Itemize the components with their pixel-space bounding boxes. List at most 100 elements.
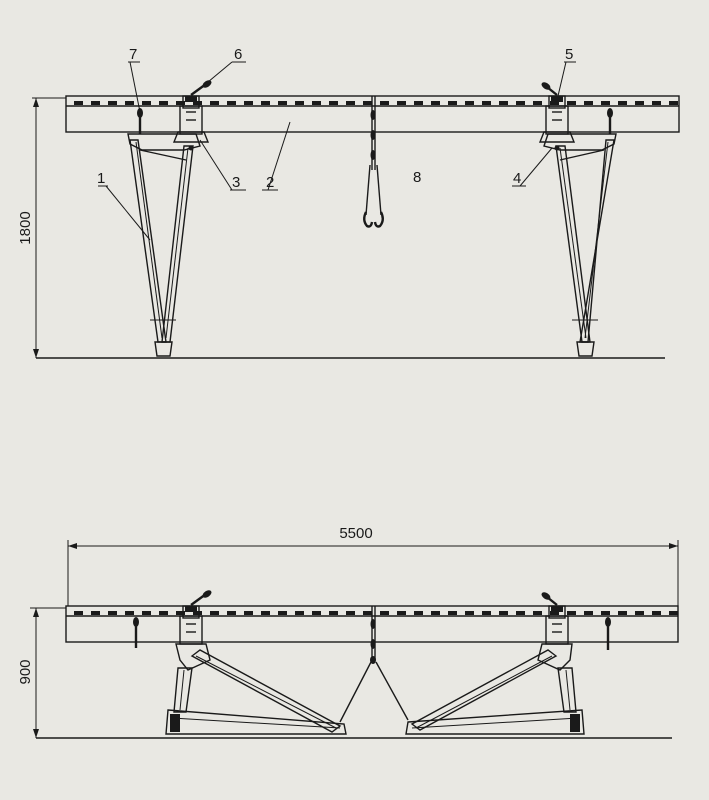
label-5: 5: [565, 46, 573, 63]
beam-rib: [142, 101, 151, 105]
label-4: 4: [513, 170, 521, 187]
beam-rib: [91, 101, 100, 105]
dimension-label-900: 900: [17, 659, 34, 684]
beam-rib: [227, 611, 236, 615]
beam-rib: [346, 611, 355, 615]
beam-rib: [142, 611, 151, 615]
label-1: 1: [97, 170, 105, 187]
beam-rib: [465, 611, 474, 615]
beam-rib: [397, 611, 406, 615]
beam-rib: [108, 611, 117, 615]
dimension-900: 900: [17, 607, 66, 738]
beam-rib: [227, 101, 236, 105]
beam-rib: [210, 101, 219, 105]
beam-rib: [448, 611, 457, 615]
left-leg-upper: [127, 133, 201, 357]
beam-rib: [482, 611, 491, 615]
beam-rib: [329, 611, 338, 615]
beam-rib: [635, 101, 644, 105]
beam-rib: [618, 611, 627, 615]
label-6: 6: [234, 46, 242, 63]
beam-rib: [652, 611, 661, 615]
beam-rib: [652, 101, 661, 105]
right-clamp-upper: [538, 82, 613, 151]
beam-rib: [159, 611, 168, 615]
beam-rib: [567, 611, 576, 615]
beam-rib: [346, 101, 355, 105]
beam-rib: [584, 101, 593, 105]
beam-rib: [499, 611, 508, 615]
beam-rib: [193, 611, 202, 615]
dimension-1800: 1800: [17, 97, 66, 358]
beam-rib: [363, 101, 372, 105]
beam-rib: [210, 611, 219, 615]
beam-rib: [312, 611, 321, 615]
beam-rib: [669, 101, 678, 105]
beam-rib: [448, 101, 457, 105]
beam-rib: [244, 611, 253, 615]
beam-rib: [74, 611, 83, 615]
hook-assembly-lower: [339, 606, 409, 723]
beam-rib: [380, 611, 389, 615]
beam-rib: [397, 101, 406, 105]
right-leg-upper: [543, 133, 617, 357]
beam-rib: [414, 101, 423, 105]
right-leg-folded: [405, 592, 611, 735]
handle-7: [137, 108, 143, 134]
dimension-5500: 5500: [67, 525, 679, 606]
beam-rib: [499, 101, 508, 105]
beam-rib: [516, 101, 525, 105]
label-7: 7: [129, 46, 137, 63]
label-8: 8: [413, 169, 421, 186]
beam-rib: [329, 101, 338, 105]
left-leg-folded: [133, 590, 347, 735]
beam-rib: [584, 611, 593, 615]
dimension-label-1800: 1800: [17, 211, 34, 244]
beam-rib: [567, 101, 576, 105]
beam-rib: [465, 101, 474, 105]
beam-rib: [278, 611, 287, 615]
beam-rib: [176, 611, 185, 615]
beam-rib: [516, 611, 525, 615]
beam-rib: [74, 101, 83, 105]
left-clamp-upper: [172, 95, 210, 151]
beam-rib: [91, 611, 100, 615]
beam-rib: [601, 101, 610, 105]
beam-rib: [176, 101, 185, 105]
beam-rib: [125, 101, 134, 105]
lever-6: [190, 80, 212, 96]
beam-rib: [550, 611, 559, 615]
beam-rib: [125, 611, 134, 615]
beam-rib: [414, 611, 423, 615]
beam-rib: [278, 101, 287, 105]
beam-rib: [618, 101, 627, 105]
beam-rib: [550, 101, 559, 105]
beam-rib: [601, 611, 610, 615]
beam-rib: [159, 101, 168, 105]
beam-rib: [635, 611, 644, 615]
beam-rib: [533, 101, 542, 105]
hook-assembly-upper: [363, 96, 384, 228]
label-3: 3: [232, 174, 240, 191]
lower-elevation-view: 5500 900: [17, 525, 679, 739]
beam-rib: [431, 611, 440, 615]
upper-elevation-view: 1800: [17, 46, 680, 359]
beam-rib: [108, 101, 117, 105]
beam-rib: [380, 101, 389, 105]
beam-rib: [312, 101, 321, 105]
beam-rib: [261, 611, 270, 615]
beam-rib: [431, 101, 440, 105]
beam-rib: [533, 611, 542, 615]
beam-rib: [295, 611, 304, 615]
beam-rib: [193, 101, 202, 105]
beam-rib: [669, 611, 678, 615]
dimension-label-5500: 5500: [339, 525, 372, 542]
beam-rib: [363, 611, 372, 615]
beam-rib: [295, 101, 304, 105]
beam-rib: [244, 101, 253, 105]
beam-rib: [482, 101, 491, 105]
part-labels-upper: 7 6 5 1 3 2 8 4: [97, 46, 576, 241]
beam-rib: [261, 101, 270, 105]
